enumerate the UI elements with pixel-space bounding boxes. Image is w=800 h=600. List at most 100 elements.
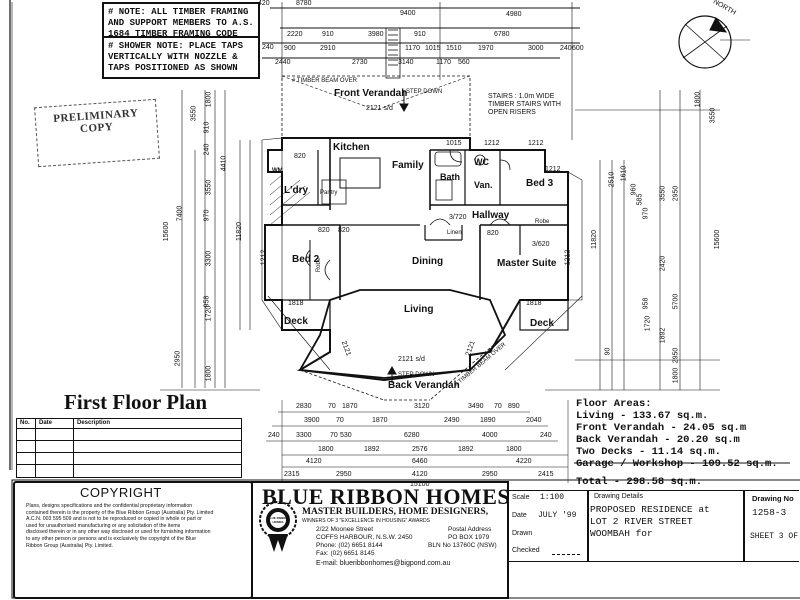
dim-bottom-2: 2490 [444, 417, 460, 424]
room-linen: Linen [447, 230, 462, 236]
dim-bottom-3: 6280 [404, 432, 420, 439]
dim-left: 1800 [205, 365, 213, 382]
dim-right-total: 15600 [714, 229, 722, 250]
floor-area-line: Back Verandah - 20.20 sq.m [576, 434, 740, 446]
dim-top-2: 3980 [368, 31, 384, 38]
dim-misc: 240 [262, 44, 274, 51]
room-hallway: Hallway [472, 210, 510, 221]
dim-left: 1720 [205, 305, 213, 322]
dim-misc: 3/620 [532, 241, 550, 248]
copyright-line: Ribbon Group (Australia) Pty. Limited. [26, 542, 113, 549]
plan-title: First Floor Plan [64, 390, 208, 414]
dim-bottom-2: 2040 [526, 417, 542, 424]
company-name: BLUE RIBBON HOMES [262, 484, 511, 509]
dim-top-3: 2910 [320, 45, 336, 52]
dim-right: 3550 [709, 107, 717, 124]
dim-bottom-6: 2415 [538, 471, 554, 478]
copyright-line: contained therein is the property of the… [26, 509, 214, 516]
dim-bottom-total: 15100 [410, 481, 430, 488]
revision-row-line [17, 464, 241, 465]
dim-left-total: 15600 [163, 221, 171, 242]
drawn-label: Drawn [512, 530, 533, 537]
preliminary-copy-text: PRELIMINARY COPY [52, 107, 139, 136]
checked-label: Checked [512, 547, 540, 554]
dim-right: 970 [642, 207, 650, 220]
dim-top-1: 8780 [296, 0, 312, 7]
company-city: COFFS HARBOUR, N.S.W. 2450 [316, 534, 413, 541]
dim-right: 585 [636, 193, 644, 206]
dim-misc: 820 [318, 227, 330, 234]
scale-date-block [508, 490, 588, 562]
dim-bottom-6: 4120 [412, 471, 428, 478]
step-down-label-bottom: STEP DOWN [398, 372, 435, 378]
dim-right: 2950 [672, 347, 680, 364]
dim-left-total: 7400 [176, 205, 184, 222]
step-down-label-top: STEP DOWN [406, 89, 443, 95]
dim-bottom-1: 70 [328, 403, 336, 410]
room-wc: WC [474, 157, 489, 167]
dim-top-1: 420 [258, 0, 270, 7]
copyright-text: Plans, designs specifications and the co… [26, 503, 213, 549]
room-deck-right: Deck [530, 318, 554, 329]
dim-misc: 1212 [528, 140, 544, 147]
dim-bottom-1: 3120 [414, 403, 430, 410]
dim-bottom-2: 1870 [372, 417, 388, 424]
dim-left: 2950 [174, 350, 182, 367]
sheet-number: SHEET 3 OF [750, 532, 799, 541]
rosette-icon [259, 501, 297, 552]
dim-right: 2950 [672, 185, 680, 202]
dim-right: 3550 [659, 185, 667, 202]
dim-bottom-5: 4220 [516, 458, 532, 465]
dim-left: 958 [203, 295, 211, 308]
dim-top-2: 2220 [287, 31, 303, 38]
dim-top-3: 1170 [405, 45, 421, 52]
revision-header-row: No. Date Description [17, 419, 241, 429]
dim-top-3: 3000 [528, 45, 544, 52]
dim-right: 1720 [644, 315, 652, 332]
dim-top-3: 900 [284, 45, 296, 52]
dim-bottom-2: 3900 [304, 417, 320, 424]
dim-top-4: 1170 [436, 59, 452, 66]
dim-bottom-1: 890 [508, 403, 520, 410]
dim-right: 958 [642, 297, 650, 310]
checked-blank-line [552, 554, 580, 555]
dim-bottom-4: 2576 [412, 446, 428, 453]
room-kitchen: Kitchen [333, 142, 370, 153]
room-bed-3: Bed 3 [526, 178, 554, 189]
dim-bottom-2: 1890 [480, 417, 496, 424]
dim-misc: 820 [294, 153, 306, 160]
dim-top-4: 3140 [398, 59, 414, 66]
floor-areas-heading: Floor Areas: [576, 398, 652, 410]
dim-bottom-4: 1892 [458, 446, 474, 453]
dim-misc: 1212 [545, 166, 561, 173]
dim-top-1: 9400 [400, 10, 416, 17]
revision-table: No. Date Description [16, 418, 242, 478]
dim-top-3: 1510 [446, 45, 462, 52]
note-line: STAIRS : 1.0m WIDE [488, 93, 555, 100]
company-phone: Phone: (02) 6651 8144 [316, 542, 383, 549]
dim-right-total: 90 [604, 347, 612, 356]
note-line: OPEN RISERS [488, 109, 536, 116]
dim-top-1: 4980 [506, 11, 522, 18]
company-street: 2/22 Moonee Street [316, 526, 374, 533]
revision-row-line [17, 440, 241, 441]
dim-left: 3300 [205, 250, 213, 267]
company-awards: WINNERS OF 3 "EXCELLENCE IN HOUSING" AWA… [302, 518, 430, 524]
dim-top-2: 910 [414, 31, 426, 38]
room-bed-2: Bed 2 [292, 254, 320, 265]
dim-bottom-6: 2950 [482, 471, 498, 478]
dim-top-4: 560 [458, 59, 470, 66]
dim-misc: 1015 [446, 140, 462, 147]
company-tagline: MASTER BUILDERS, HOME DESIGNERS, [302, 507, 489, 517]
dim-bottom-5: 6460 [412, 458, 428, 465]
company-bln: BLN No 13760C (NSW) [428, 542, 497, 549]
company-email: E-mail: blueribbonhomes@bigpond.com.au [316, 560, 451, 567]
dim-misc: 820 [487, 230, 499, 237]
timber-beam-label-top: # TIMBER BEAM OVER [292, 78, 357, 84]
dim-misc: 1818 [288, 300, 304, 307]
room-laundry: L'dry [284, 185, 309, 196]
dim-misc: 1818 [526, 300, 542, 307]
dim-top-3: 1015 [425, 45, 441, 52]
dim-left: 1800 [205, 91, 213, 108]
dim-bottom-6: 2315 [284, 471, 300, 478]
